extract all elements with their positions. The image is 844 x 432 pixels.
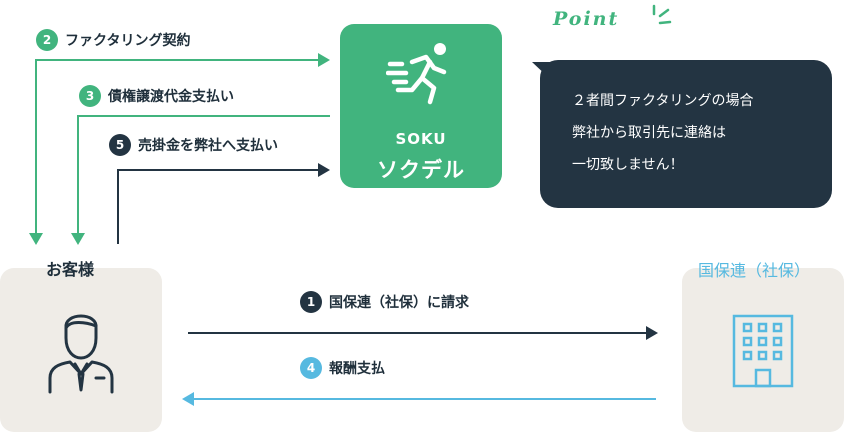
arrow-remuneration bbox=[182, 392, 656, 406]
flow-text: 報酬支払 bbox=[329, 361, 385, 377]
flow-label-claim: 1 国保連（社保）に請求 bbox=[300, 291, 469, 313]
flow-text: 債権譲渡代金支払い bbox=[108, 89, 234, 105]
step-number: 3 bbox=[79, 85, 101, 107]
bubble-tail bbox=[532, 62, 566, 94]
customer-title: お客様 bbox=[46, 260, 95, 279]
arrow-receivable-payment bbox=[117, 163, 330, 244]
step-number: 2 bbox=[36, 29, 58, 51]
flow-text: 国保連（社保）に請求 bbox=[329, 295, 469, 311]
step-number: 5 bbox=[109, 134, 131, 156]
step-number: 1 bbox=[300, 291, 322, 313]
running-person-icon bbox=[386, 43, 447, 105]
point-line-1: ２者間ファクタリングの場合 bbox=[572, 93, 754, 109]
flow-label-assignment-payment: 3 債権譲渡代金支払い bbox=[79, 85, 234, 107]
point-title: Point bbox=[553, 8, 620, 30]
businessman-icon bbox=[48, 314, 114, 394]
building-icon bbox=[732, 314, 794, 388]
point-line-3: 一切致しません！ bbox=[572, 157, 684, 173]
sparkle-icon bbox=[652, 4, 672, 25]
point-line-2: 弊社から取引先に連絡は bbox=[572, 125, 726, 141]
sokuderu-label: ソクデル bbox=[377, 158, 465, 182]
arrow-factoring-contract bbox=[29, 53, 330, 245]
arrow-assignment-payment bbox=[71, 115, 330, 245]
step-number: 4 bbox=[300, 357, 322, 379]
kokuho-title: 国保連（社保） bbox=[698, 261, 811, 280]
kokuho-box bbox=[682, 268, 844, 432]
flow-label-receivable-payment: 5 売掛金を弊社へ支払い bbox=[109, 134, 278, 156]
flow-text: 売掛金を弊社へ支払い bbox=[138, 138, 278, 154]
arrow-claim bbox=[188, 326, 658, 340]
point-bubble: ２者間ファクタリングの場合 弊社から取引先に連絡は 一切致しません！ bbox=[532, 60, 832, 208]
soku-logo-box: SOKU ソクデル bbox=[340, 24, 502, 188]
flow-text: ファクタリング契約 bbox=[65, 33, 191, 49]
soku-label: SOKU bbox=[395, 130, 447, 148]
flow-label-remuneration: 4 報酬支払 bbox=[300, 357, 385, 379]
flow-label-factoring-contract: 2 ファクタリング契約 bbox=[36, 29, 190, 51]
customer-box bbox=[0, 268, 162, 432]
